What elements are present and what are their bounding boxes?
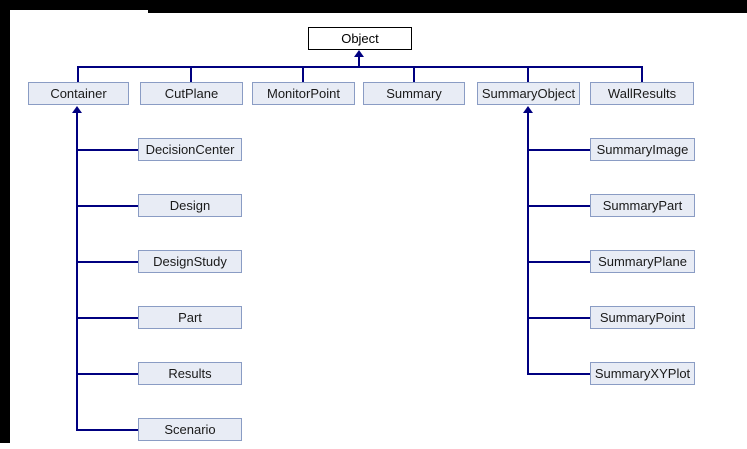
stub-line-results [76, 373, 138, 375]
black-border-left [0, 10, 10, 443]
class-node-monitorpoint[interactable]: MonitorPoint [252, 82, 355, 105]
drop-line-summary [413, 66, 415, 82]
drop-line-summaryobject [527, 66, 529, 82]
stub-line-decisioncenter [76, 149, 138, 151]
stub-line-summarypoint [527, 317, 590, 319]
class-node-summaryxyplot[interactable]: SummaryXYPlot [590, 362, 695, 385]
class-node-designstudy[interactable]: DesignStudy [138, 250, 242, 273]
class-node-part[interactable]: Part [138, 306, 242, 329]
summaryobject-stem-line [527, 112, 529, 375]
object-stem-line [358, 56, 360, 68]
drop-line-wallresults [641, 66, 643, 82]
class-node-decisioncenter[interactable]: DecisionCenter [138, 138, 242, 161]
class-node-scenario[interactable]: Scenario [138, 418, 242, 441]
arrowhead-to-container [72, 106, 82, 113]
stub-line-summaryimage [527, 149, 590, 151]
class-node-summaryimage[interactable]: SummaryImage [590, 138, 695, 161]
drop-line-container [77, 66, 79, 82]
stub-line-designstudy [76, 261, 138, 263]
arrowhead-to-object [354, 50, 364, 57]
stub-line-part [76, 317, 138, 319]
stub-line-design [76, 205, 138, 207]
class-node-results[interactable]: Results [138, 362, 242, 385]
class-node-summaryobject[interactable]: SummaryObject [477, 82, 580, 105]
class-node-summarypart[interactable]: SummaryPart [590, 194, 695, 217]
stub-line-scenario [76, 429, 138, 431]
class-node-object[interactable]: Object [308, 27, 412, 50]
stub-line-summarypart [527, 205, 590, 207]
tier2-bus-line [77, 66, 643, 68]
class-node-summaryplane[interactable]: SummaryPlane [590, 250, 695, 273]
class-node-container[interactable]: Container [28, 82, 129, 105]
class-node-cutplane[interactable]: CutPlane [140, 82, 243, 105]
class-node-summarypoint[interactable]: SummaryPoint [590, 306, 695, 329]
stub-line-summaryxyplot [527, 373, 590, 375]
drop-line-monitorpoint [302, 66, 304, 82]
class-node-wallresults[interactable]: WallResults [590, 82, 694, 105]
class-node-design[interactable]: Design [138, 194, 242, 217]
black-border-top-right [148, 0, 747, 13]
container-stem-line [76, 112, 78, 431]
stub-line-summaryplane [527, 261, 590, 263]
drop-line-cutplane [190, 66, 192, 82]
class-node-summary[interactable]: Summary [363, 82, 465, 105]
arrowhead-to-summaryobject [523, 106, 533, 113]
